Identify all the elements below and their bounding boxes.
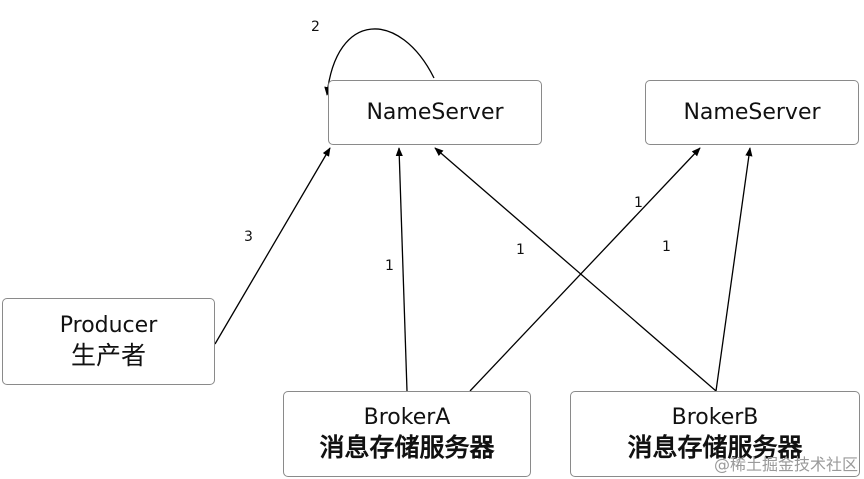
edge-brokerb-to-nameserver-left [434, 147, 717, 392]
brokerb-node: BrokerB 消息存储服务器 [570, 391, 860, 477]
brokera-node: BrokerA 消息存储服务器 [283, 391, 531, 477]
nameserver-left-node: NameServer [328, 80, 542, 145]
edge-brokerb-to-nameserver-right [715, 147, 753, 392]
edge-label-producer: 3 [244, 229, 253, 245]
brokerb-title: BrokerB [671, 405, 759, 430]
edge-label-brokerb-right: 1 [662, 239, 671, 255]
brokerb-subtitle: 消息存储服务器 [627, 433, 803, 462]
brokera-title: BrokerA [363, 405, 451, 430]
nameserver-right-node: NameServer [645, 80, 859, 145]
edge-label-brokerb-left: 1 [516, 242, 525, 258]
edge-label-brokera-left: 1 [385, 258, 394, 274]
producer-node: Producer 生产者 [2, 298, 215, 385]
producer-subtitle: 生产者 [70, 340, 146, 370]
edge-brokera-to-nameserver-left [395, 147, 408, 392]
nameserver-left-title: NameServer [366, 99, 504, 125]
nameserver-right-title: NameServer [683, 99, 821, 125]
edge-label-brokera-right: 1 [634, 195, 643, 211]
brokera-subtitle: 消息存储服务器 [319, 433, 495, 462]
edge-self-loop-nameserver [324, 28, 435, 96]
edge-label-self-loop: 2 [311, 19, 320, 35]
edge-brokera-to-nameserver-right [469, 147, 701, 392]
producer-title: Producer [59, 312, 158, 338]
watermark: @稀土掘金技术社区 [713, 455, 858, 474]
edge-producer-to-nameserver-left [214, 147, 331, 345]
